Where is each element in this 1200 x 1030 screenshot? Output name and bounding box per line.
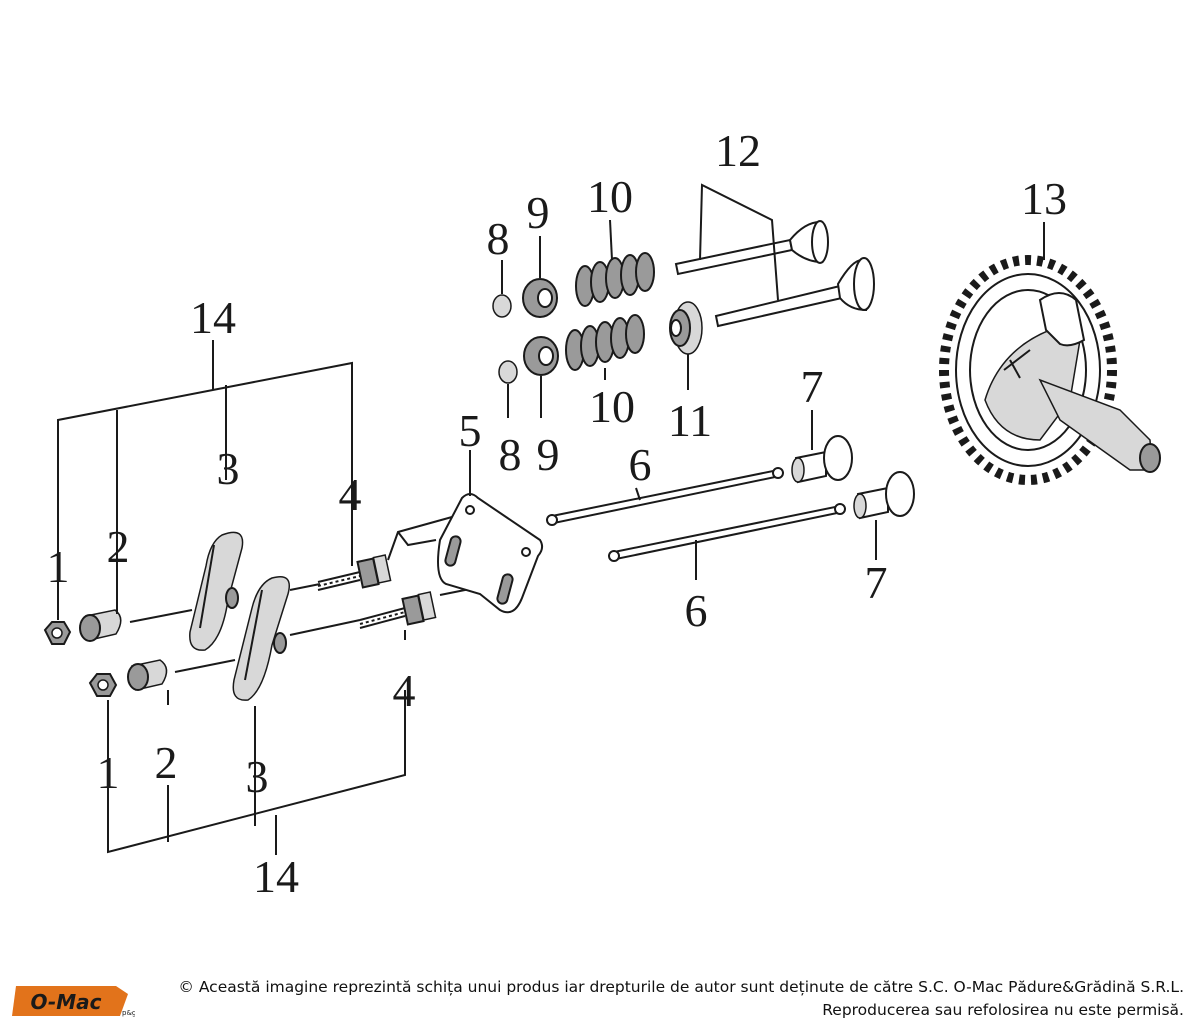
label-7-bottom: 7 (865, 557, 888, 608)
label-9-bottom: 9 (537, 429, 560, 480)
logo-badge-shape (12, 986, 128, 1016)
label-9-top: 9 (527, 187, 550, 238)
logo-text: O-Mac (31, 990, 102, 1014)
label-2-bottom: 2 (155, 737, 178, 788)
valve-spring-10-bottom (565, 314, 645, 371)
nut-1-top (43, 621, 72, 645)
label-1-top: 1 (47, 541, 70, 592)
label-8-top: 8 (487, 213, 510, 264)
label-2-top: 2 (107, 521, 130, 572)
axis-lines-rocker (129, 511, 476, 673)
rocker-stud-4-top (317, 554, 392, 591)
bracket-14-top (57, 340, 353, 600)
label-10-top: 10 (587, 171, 633, 222)
camshaft-gear-13 (939, 255, 1161, 485)
label-12: 12 (715, 125, 761, 176)
label-14-bottom: 14 (253, 851, 299, 902)
pivot-nut-2-bottom (127, 659, 168, 691)
nut-1-bottom (88, 673, 118, 697)
rocker-arm-3-top (189, 531, 244, 651)
copyright-line-2: Reproducerea sau refolosirea nu este per… (822, 1001, 1184, 1019)
label-14-top: 14 (190, 292, 236, 343)
copyright-notice: © Această imagine reprezintă schița unui… (134, 976, 1184, 1022)
label-5: 5 (459, 405, 482, 456)
spring-retainer-9-top (522, 278, 558, 318)
part-labels: 1 2 3 4 14 1 2 3 4 14 5 6 6 7 7 8 8 9 9 … (47, 125, 1068, 902)
valve-spring-10-top (575, 252, 655, 307)
valve-12-intake (674, 220, 829, 276)
label-13: 13 (1021, 173, 1067, 224)
valve-keeper-8-top (492, 294, 512, 318)
bracket-14-bottom (107, 690, 406, 855)
push-rod-6-bottom (608, 503, 846, 562)
valve-12-exhaust (714, 257, 875, 328)
valve-keeper-8-bottom (498, 360, 518, 384)
exploded-parts-diagram: 1 2 3 4 14 1 2 3 4 14 5 6 6 7 7 8 8 9 9 … (43, 125, 1161, 902)
copyright-line-1: © Această imagine reprezintă schița unui… (178, 978, 1184, 996)
label-1-bottom: 1 (97, 747, 120, 798)
pivot-nut-2-top (79, 609, 122, 642)
leader-lines (57, 183, 1045, 712)
tappet-7-top (791, 435, 853, 484)
label-8-bottom: 8 (499, 429, 522, 480)
label-3-bottom: 3 (246, 751, 269, 802)
label-7-top: 7 (801, 361, 824, 412)
label-11: 11 (668, 395, 712, 446)
label-3-top: 3 (217, 443, 240, 494)
guide-plate-5 (437, 493, 544, 614)
omac-logo: O-Mac p&g (12, 986, 135, 1017)
rocker-stud-4-bottom (359, 591, 437, 629)
label-6-bottom: 6 (685, 585, 708, 636)
logo-suffix: p&g (122, 1009, 135, 1017)
label-6-top: 6 (629, 439, 652, 490)
rocker-arm-3-bottom (232, 576, 290, 701)
spring-retainer-9-bottom (523, 336, 559, 376)
label-4-bottom: 4 (393, 665, 416, 716)
push-rod-6-top (546, 467, 784, 526)
label-4-top: 4 (339, 469, 362, 520)
label-10-bottom: 10 (589, 381, 635, 432)
tappet-7-bottom (853, 471, 915, 520)
footer: O-Mac p&g © Această imagine reprezintă s… (0, 960, 1200, 1030)
valve-seal-11 (669, 301, 703, 355)
